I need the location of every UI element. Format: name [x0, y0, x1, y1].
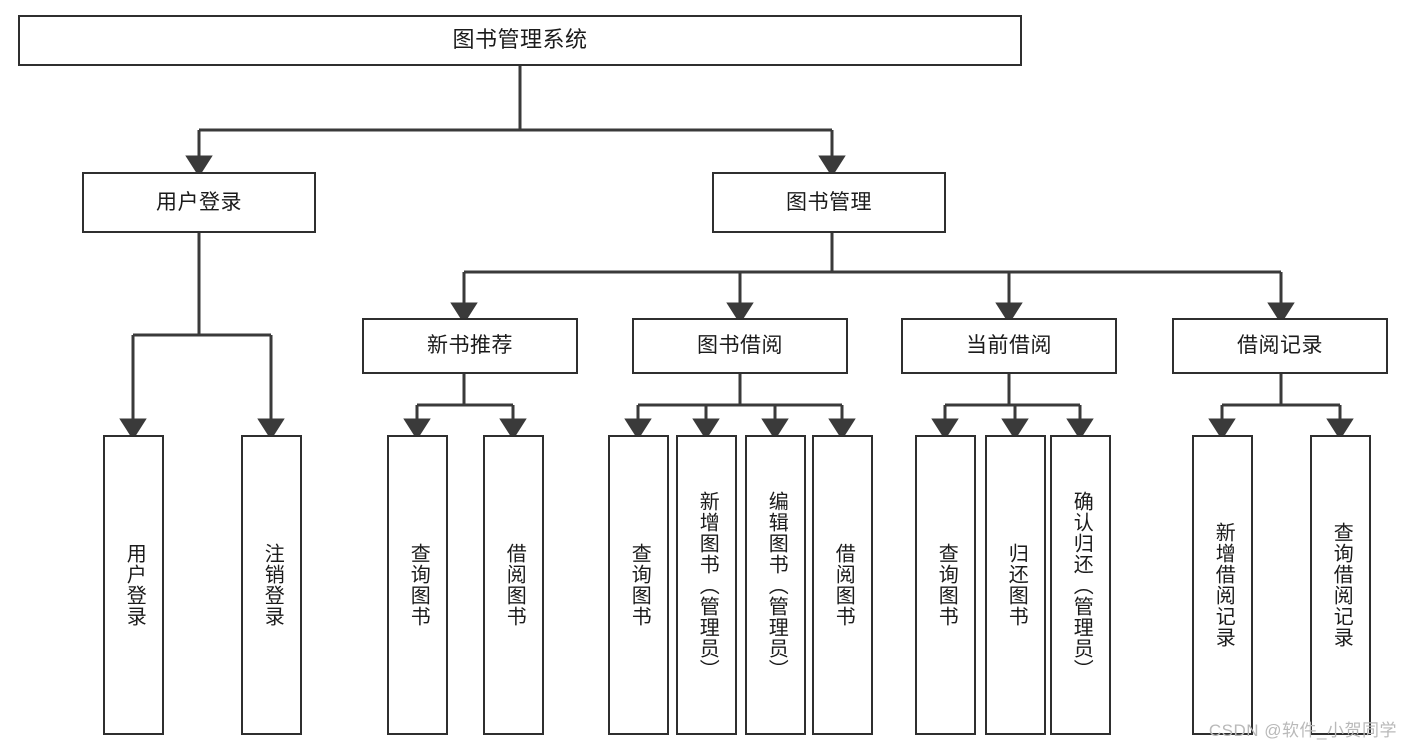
- node-label: 查询图书: [407, 543, 430, 627]
- node-label: 图书借阅: [697, 334, 783, 358]
- node-label: 注销登录: [261, 543, 284, 627]
- node-label: 图书管理系统: [452, 27, 588, 53]
- leaf-bb-add-book-admin[interactable]: 新增图书（管理员）: [676, 435, 737, 735]
- leaf-cb-query-book[interactable]: 查询图书: [915, 435, 976, 735]
- leaf-bb-edit-book-admin[interactable]: 编辑图书（管理员）: [745, 435, 806, 735]
- node-label: 用户登录: [156, 190, 242, 214]
- node-label: 新增图书（管理员）: [696, 490, 719, 680]
- leaf-bb-query-book[interactable]: 查询图书: [608, 435, 669, 735]
- leaf-user-login[interactable]: 用户登录: [103, 435, 164, 735]
- leaf-br-query-record[interactable]: 查询借阅记录: [1310, 435, 1371, 735]
- node-label: 图书管理: [786, 190, 872, 214]
- leaf-nb-borrow-book[interactable]: 借阅图书: [483, 435, 544, 735]
- node-label: 查询图书: [935, 543, 958, 627]
- node-root-library-system[interactable]: 图书管理系统: [18, 15, 1022, 66]
- leaf-cb-confirm-return-admin[interactable]: 确认归还（管理员）: [1050, 435, 1111, 735]
- node-label: 用户登录: [123, 543, 146, 627]
- node-label: 借阅图书: [832, 543, 855, 627]
- node-book-borrow[interactable]: 图书借阅: [632, 318, 848, 374]
- node-label: 编辑图书（管理员）: [765, 490, 788, 680]
- node-borrow-record[interactable]: 借阅记录: [1172, 318, 1388, 374]
- node-label: 确认归还（管理员）: [1070, 490, 1093, 680]
- node-label: 查询借阅记录: [1330, 522, 1353, 648]
- leaf-cb-return-book[interactable]: 归还图书: [985, 435, 1046, 735]
- node-label: 归还图书: [1005, 543, 1028, 627]
- node-label: 查询图书: [628, 543, 651, 627]
- node-label: 新增借阅记录: [1212, 522, 1235, 648]
- node-label: 借阅记录: [1237, 334, 1323, 358]
- leaf-br-add-record[interactable]: 新增借阅记录: [1192, 435, 1253, 735]
- leaf-nb-query-book[interactable]: 查询图书: [387, 435, 448, 735]
- node-user-login[interactable]: 用户登录: [82, 172, 316, 233]
- node-current-borrow[interactable]: 当前借阅: [901, 318, 1117, 374]
- node-label: 借阅图书: [503, 543, 526, 627]
- node-label: 当前借阅: [966, 334, 1052, 358]
- leaf-bb-borrow-book[interactable]: 借阅图书: [812, 435, 873, 735]
- node-new-book-recommend[interactable]: 新书推荐: [362, 318, 578, 374]
- node-book-management[interactable]: 图书管理: [712, 172, 946, 233]
- node-label: 新书推荐: [427, 334, 513, 358]
- leaf-logout[interactable]: 注销登录: [241, 435, 302, 735]
